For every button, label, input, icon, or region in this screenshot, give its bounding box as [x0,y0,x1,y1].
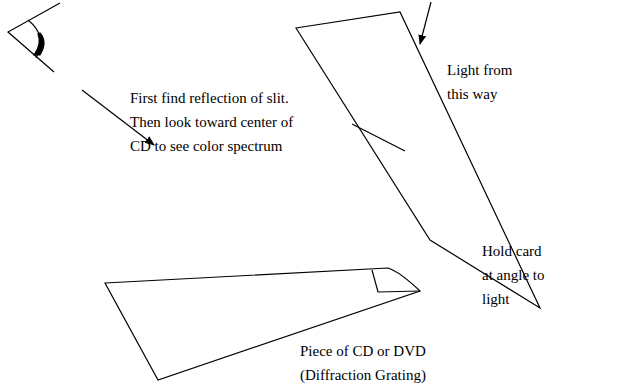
light-arrow [420,2,431,44]
note-label: Piece of CD or DVD (Diffraction Grating) [300,339,429,387]
note-label: First find reflection of slit. Then look… [130,86,297,158]
cd-edge [372,270,420,292]
slit [352,124,405,151]
cd-piece [105,268,420,380]
card [296,12,540,308]
note-label: Hold card at angle to light [482,239,548,311]
eye [8,3,60,72]
note-label: Light from this way [447,58,516,106]
